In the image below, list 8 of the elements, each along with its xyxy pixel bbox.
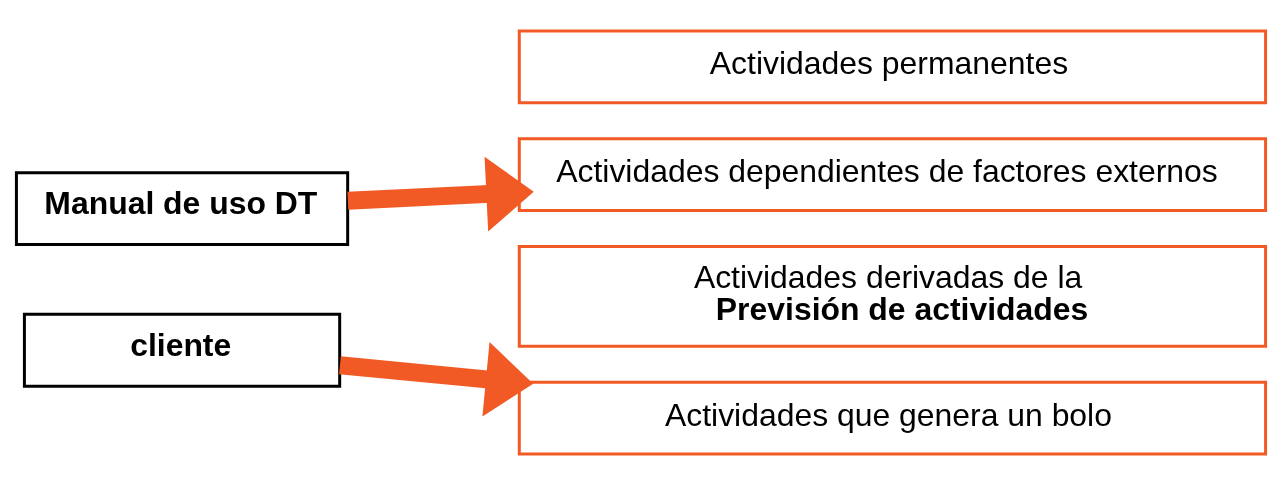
arrow (347, 156, 534, 231)
node-box: Actividades dependientes de factores externos (517, 136, 1268, 212)
node-box: Actividades que genera un bolo (517, 380, 1268, 455)
node-box: Actividades derivadas de la Previsión de actividades (517, 244, 1268, 348)
node-box: Actividades permanentes (517, 29, 1268, 104)
arrow (339, 341, 534, 416)
node-box: cliente (22, 312, 342, 388)
node-box: Manual de uso DT (14, 170, 350, 246)
